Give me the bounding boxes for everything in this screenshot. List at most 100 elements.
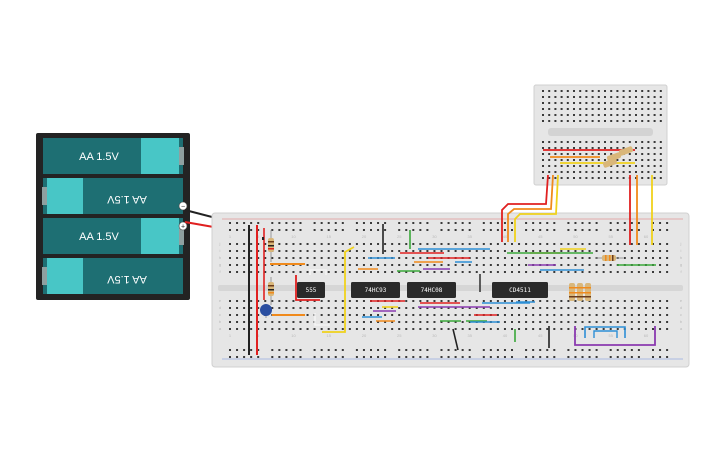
breadboard-hole[interactable]	[447, 229, 450, 231]
breadboard-hole[interactable]	[604, 153, 606, 155]
breadboard-hole[interactable]	[597, 165, 600, 167]
breadboard-hole[interactable]	[292, 300, 295, 302]
breadboard-hole[interactable]	[604, 114, 606, 116]
breadboard-hole[interactable]	[560, 250, 563, 252]
breadboard-hole[interactable]	[666, 222, 669, 224]
breadboard-hole[interactable]	[475, 300, 478, 302]
breadboard-hole[interactable]	[440, 300, 443, 302]
breadboard-hole[interactable]	[412, 243, 415, 245]
breadboard-hole[interactable]	[412, 271, 415, 273]
breadboard-hole[interactable]	[250, 243, 253, 245]
breadboard-hole[interactable]	[588, 328, 591, 330]
breadboard-hole[interactable]	[588, 229, 591, 231]
breadboard-hole[interactable]	[553, 250, 556, 252]
breadboard-hole[interactable]	[320, 250, 323, 252]
breadboard-hole[interactable]	[257, 250, 260, 252]
breadboard-hole[interactable]	[250, 349, 253, 351]
breadboard-hole[interactable]	[271, 328, 274, 330]
breadboard-hole[interactable]	[653, 102, 656, 104]
breadboard-hole[interactable]	[548, 153, 551, 155]
breadboard-hole[interactable]	[489, 222, 492, 224]
breadboard-hole[interactable]	[581, 271, 584, 273]
breadboard-hole[interactable]	[313, 349, 316, 351]
breadboard-hole[interactable]	[616, 314, 619, 316]
breadboard-hole[interactable]	[641, 171, 644, 173]
breadboard-hole[interactable]	[243, 243, 246, 245]
breadboard-hole[interactable]	[475, 243, 478, 245]
breadboard-hole[interactable]	[489, 250, 492, 252]
breadboard-hole[interactable]	[454, 243, 457, 245]
breadboard-hole[interactable]	[313, 356, 316, 358]
breadboard-hole[interactable]	[666, 243, 669, 245]
breadboard-hole[interactable]	[313, 264, 316, 266]
breadboard-hole[interactable]	[604, 120, 606, 122]
breadboard-hole[interactable]	[447, 307, 450, 309]
breadboard-hole[interactable]	[609, 328, 612, 330]
breadboard-hole[interactable]	[581, 300, 584, 302]
breadboard-hole[interactable]	[628, 90, 631, 92]
breadboard-hole[interactable]	[659, 328, 662, 330]
breadboard-hole[interactable]	[548, 165, 551, 167]
breadboard-hole[interactable]	[503, 257, 506, 259]
breadboard-hole[interactable]	[236, 356, 239, 358]
breadboard-hole[interactable]	[243, 271, 246, 273]
breadboard-hole[interactable]	[236, 264, 239, 266]
breadboard-hole[interactable]	[391, 307, 394, 309]
breadboard-hole[interactable]	[647, 120, 650, 122]
breadboard-hole[interactable]	[553, 300, 556, 302]
breadboard-hole[interactable]	[468, 271, 471, 273]
breadboard-hole[interactable]	[299, 307, 302, 309]
breadboard-hole[interactable]	[659, 177, 662, 179]
breadboard-hole[interactable]	[591, 102, 594, 104]
breadboard-hole[interactable]	[539, 257, 542, 259]
breadboard-hole[interactable]	[306, 328, 309, 330]
breadboard-hole[interactable]	[482, 250, 485, 252]
breadboard-hole[interactable]	[440, 271, 443, 273]
breadboard-hole[interactable]	[647, 108, 650, 110]
breadboard-hole[interactable]	[581, 264, 584, 266]
breadboard-hole[interactable]	[616, 321, 619, 323]
breadboard-hole[interactable]	[306, 314, 309, 316]
breadboard-hole[interactable]	[468, 229, 471, 231]
breadboard-hole[interactable]	[405, 250, 408, 252]
breadboard-hole[interactable]	[334, 229, 337, 231]
breadboard-hole[interactable]	[574, 229, 577, 231]
breadboard-hole[interactable]	[616, 307, 619, 309]
breadboard-hole[interactable]	[250, 328, 253, 330]
breadboard-hole[interactable]	[327, 229, 330, 231]
breadboard-hole[interactable]	[622, 177, 625, 179]
breadboard-hole[interactable]	[299, 321, 302, 323]
breadboard-hole[interactable]	[377, 271, 380, 273]
breadboard-hole[interactable]	[518, 321, 521, 323]
breadboard-hole[interactable]	[496, 307, 499, 309]
breadboard-hole[interactable]	[609, 356, 612, 358]
breadboard-hole[interactable]	[320, 300, 323, 302]
breadboard-hole[interactable]	[553, 356, 556, 358]
breadboard-hole[interactable]	[659, 264, 662, 266]
breadboard-hole[interactable]	[659, 147, 662, 149]
breadboard-hole[interactable]	[285, 229, 288, 231]
breadboard-hole[interactable]	[348, 321, 351, 323]
breadboard-hole[interactable]	[440, 328, 443, 330]
breadboard-hole[interactable]	[553, 328, 556, 330]
breadboard-hole[interactable]	[532, 257, 535, 259]
breadboard-hole[interactable]	[588, 271, 591, 273]
breadboard-hole[interactable]	[250, 257, 253, 259]
breadboard-hole[interactable]	[554, 147, 557, 149]
breadboard-hole[interactable]	[659, 349, 662, 351]
breadboard-hole[interactable]	[405, 314, 408, 316]
breadboard-hole[interactable]	[299, 222, 302, 224]
breadboard-hole[interactable]	[644, 328, 647, 330]
breadboard-hole[interactable]	[264, 250, 267, 252]
breadboard-hole[interactable]	[628, 171, 631, 173]
breadboard-hole[interactable]	[384, 271, 387, 273]
breadboard-hole[interactable]	[250, 271, 253, 273]
breadboard-hole[interactable]	[616, 222, 619, 224]
breadboard-hole[interactable]	[595, 229, 598, 231]
breadboard-hole[interactable]	[652, 356, 654, 358]
breadboard-hole[interactable]	[653, 177, 656, 179]
breadboard-hole[interactable]	[647, 153, 650, 155]
breadboard-hole[interactable]	[419, 264, 422, 266]
breadboard-hole[interactable]	[419, 222, 422, 224]
breadboard-hole[interactable]	[236, 271, 239, 273]
